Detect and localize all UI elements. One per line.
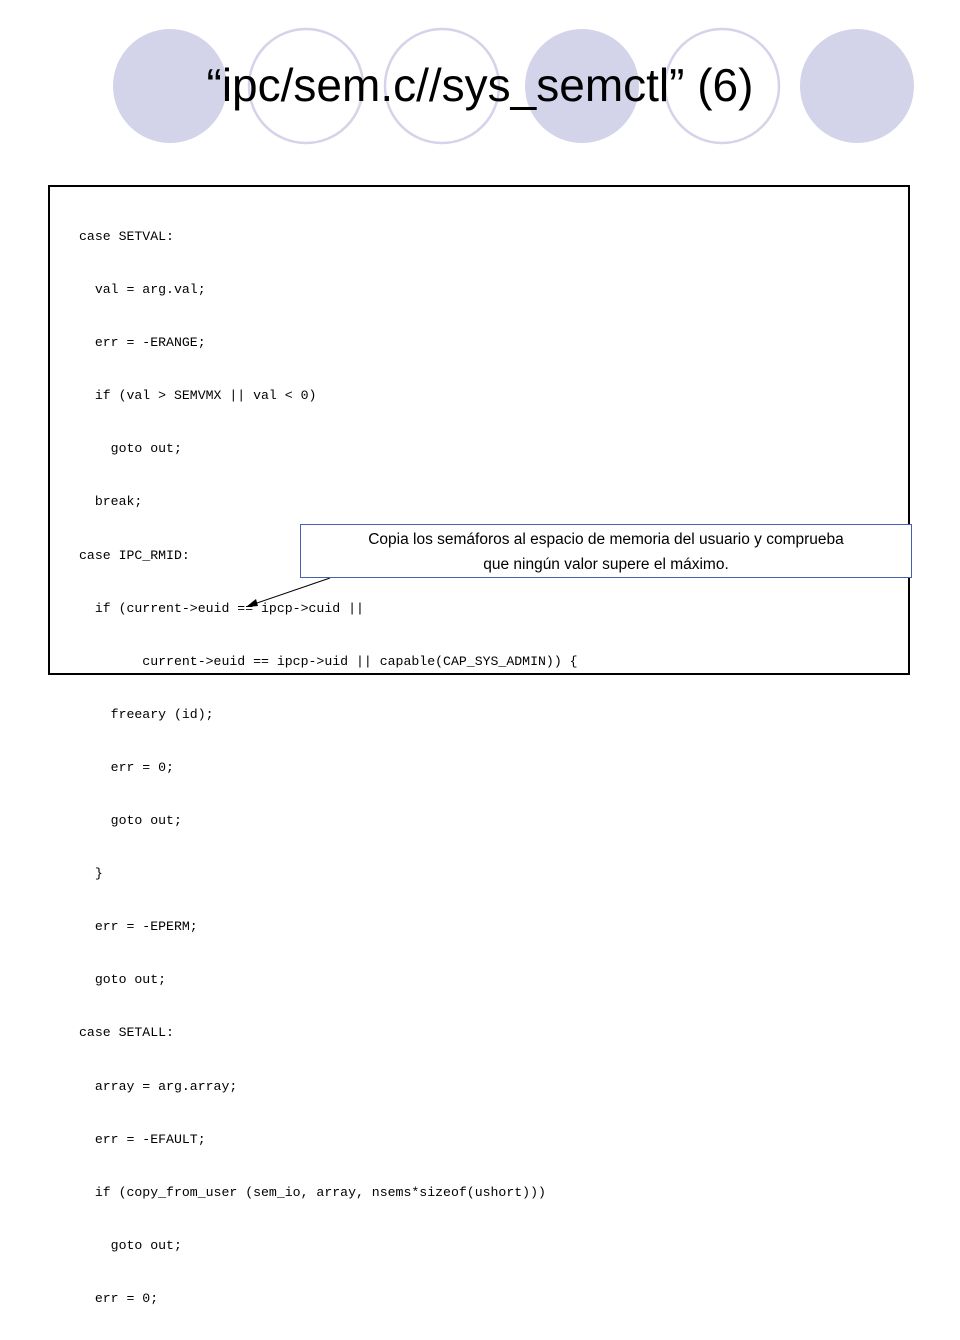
code-line: if (copy_from_user (sem_io, array, nsems… — [79, 1184, 546, 1200]
code-line: case SETVAL: — [79, 229, 174, 244]
code-line: val = arg.val; — [79, 282, 206, 298]
code-listing: case SETVAL: val = arg.val; err = -ERANG… — [79, 195, 578, 1340]
decorative-circle — [525, 29, 639, 143]
decorative-circle — [113, 29, 227, 143]
code-line: case SETALL: — [79, 1025, 174, 1041]
code-line: goto out; — [79, 1237, 182, 1253]
code-line: break; — [79, 494, 143, 510]
decorative-circle — [383, 27, 501, 145]
code-line: if (current->euid == ipcp->cuid || — [79, 600, 364, 616]
code-line: goto out; — [79, 972, 167, 988]
circle-row — [113, 27, 914, 145]
code-line: err = -EFAULT; — [79, 1131, 206, 1147]
code-line: freeary (id); — [79, 706, 214, 722]
slide-title: “ipc/sem.c//sys_semctl” (6) — [206, 59, 754, 111]
code-line: case IPC_RMID: — [79, 547, 190, 563]
decorative-circle — [663, 27, 781, 145]
code-line: goto out; — [79, 441, 182, 457]
annotation-callout: Copia los semáforos al espacio de memori… — [300, 524, 912, 578]
code-line: array = arg.array; — [79, 1078, 238, 1094]
code-line: if (val > SEMVMX || val < 0) — [79, 388, 317, 404]
annotation-line: Copia los semáforos al espacio de memori… — [368, 531, 844, 548]
code-line: err = 0; — [79, 759, 174, 775]
code-line: goto out; — [79, 813, 182, 829]
code-line: } — [79, 866, 103, 882]
decorative-circle — [247, 27, 365, 145]
code-listing-box: case SETVAL: val = arg.val; err = -ERANG… — [48, 185, 910, 1306]
code-line: current->euid == ipcp->uid || capable(CA… — [79, 653, 578, 669]
code-line: err = -ERANGE; — [79, 335, 206, 351]
code-line: err = 0; — [79, 1290, 159, 1306]
decorative-circle — [800, 29, 914, 143]
decorative-circles — [113, 27, 914, 145]
annotation-line: que ningún valor supere el máximo. — [483, 556, 729, 573]
code-line: err = -EPERM; — [79, 919, 198, 935]
